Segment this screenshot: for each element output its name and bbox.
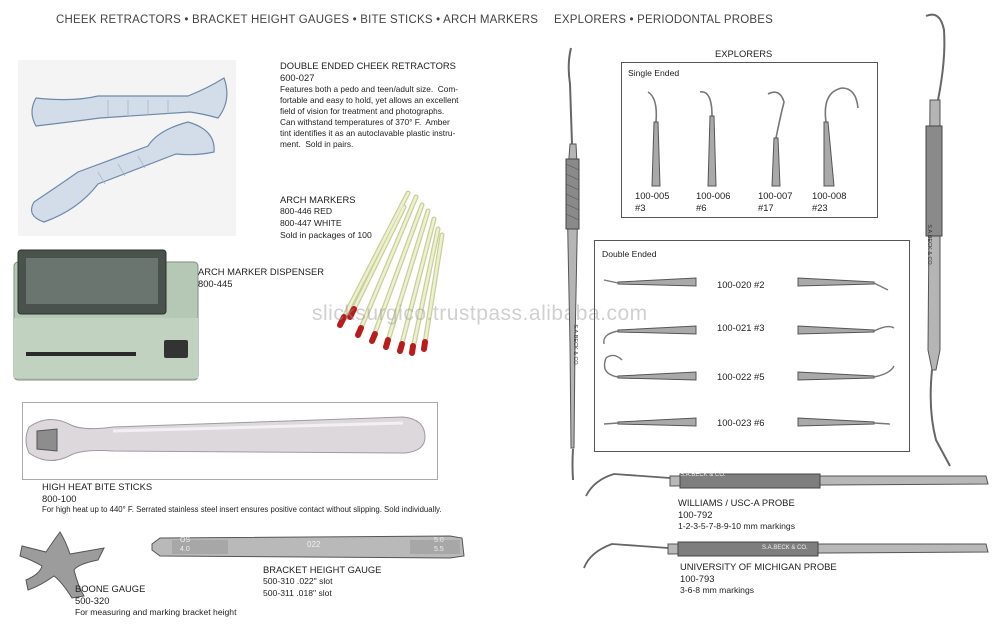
single-ended-box [621, 62, 878, 218]
gauge-engraving-mid: 022 [307, 540, 321, 549]
left-section-header: CHEEK RETRACTORS • BRACKET HEIGHT GAUGES… [56, 14, 539, 26]
double-explorer-4: 100-023 #6 [717, 417, 765, 428]
double-ended-explorers-illustration [603, 277, 895, 427]
tall-explorer-right-illustration [925, 13, 951, 467]
dispenser-code: 800-445 [198, 278, 233, 289]
single-explorer-code-2: 100-006 [696, 190, 731, 201]
single-explorer-code-1: 100-005 [635, 190, 670, 201]
bracket-gauge-line2: 500-311 .018" slot [263, 588, 332, 598]
retractor-code: 600-027 [280, 72, 315, 83]
boone-code: 500-320 [75, 595, 110, 606]
cheek-retractor-illustration [31, 77, 228, 223]
arch-marker-dispenser-illustration [13, 249, 199, 381]
single-ended-label: Single Ended [628, 68, 680, 78]
bite-stick-photo-frame [22, 402, 438, 480]
tall-explorer-right-engraving: S.A.BECK & CO. [926, 224, 933, 267]
bracket-height-gauge-illustration [151, 535, 465, 559]
gauge-engraving-right-bottom: 5.5 [434, 546, 444, 553]
boone-description: For measuring and marking bracket height [75, 607, 237, 617]
double-ended-label: Double Ended [602, 249, 657, 259]
michigan-markings: 3-6-8 mm markings [680, 585, 755, 595]
gauge-engraving-right-top: 5.0 [434, 537, 444, 544]
single-explorer-num-3: #17 [758, 202, 774, 213]
retractor-description: Features both a pedo and teen/adult size… [280, 84, 459, 149]
double-explorer-1: 100-020 #2 [717, 279, 765, 290]
bite-sticks-description: For high heat up to 440° F. Serrated sta… [42, 505, 442, 514]
single-explorer-code-4: 100-008 [812, 190, 847, 201]
gauge-engraving-left-top: OS [180, 537, 191, 544]
bracket-gauge-line1: 500-310 .022" slot [263, 576, 333, 586]
single-explorer-num-4: #23 [812, 202, 828, 213]
bite-sticks-title: HIGH HEAT BITE STICKS [42, 481, 153, 492]
single-explorer-num-1: #3 [635, 202, 646, 213]
michigan-title: UNIVERSITY OF MICHIGAN PROBE [680, 561, 837, 572]
williams-probe-illustration [585, 473, 989, 497]
arch-markers-white: 800-447 WHITE [280, 218, 342, 228]
explorers-title: EXPLORERS [715, 48, 773, 59]
williams-engraving: S.A.BECK & CO. [680, 472, 726, 478]
michigan-engraving: S.A.BECK & CO. [762, 545, 808, 551]
michigan-code: 100-793 [680, 573, 715, 584]
bracket-gauge-title: BRACKET HEIGHT GAUGE [263, 564, 382, 575]
boone-title: BOONE GAUGE [75, 583, 146, 594]
single-ended-explorers-illustration [647, 87, 859, 187]
single-explorer-num-2: #6 [696, 202, 707, 213]
retractor-title: DOUBLE ENDED CHEEK RETRACTORS [280, 60, 456, 71]
arch-markers-title: ARCH MARKERS [280, 194, 356, 205]
double-ended-box [594, 240, 910, 452]
tall-explorer-left-illustration [565, 47, 580, 481]
bite-sticks-code: 800-100 [42, 493, 77, 504]
double-explorer-3: 100-022 #5 [717, 371, 765, 382]
gauge-engraving-left-bottom: 4.0 [180, 546, 190, 553]
double-explorer-2: 100-021 #3 [717, 322, 765, 333]
bite-stick-illustration [25, 416, 426, 461]
williams-code: 100-792 [678, 509, 713, 520]
michigan-probe-illustration [583, 541, 989, 569]
arch-markers-note: Sold in packages of 100 [280, 230, 372, 240]
watermark: slicksurgico.trustpass.alibaba.com [312, 302, 648, 325]
arch-markers-illustration [337, 190, 445, 356]
boone-gauge-illustration [19, 531, 105, 599]
dispenser-title: ARCH MARKER DISPENSER [198, 266, 325, 277]
right-section-header: EXPLORERS • PERIODONTAL PROBES [554, 14, 773, 26]
single-explorer-code-3: 100-007 [758, 190, 793, 201]
williams-markings: 1-2-3-5-7-8-9-10 mm markings [678, 521, 796, 531]
williams-title: WILLIAMS / USC-A PROBE [678, 497, 795, 508]
tall-explorer-left-engraving: S.A.BECK & CO. [572, 324, 579, 367]
cheek-retractor-photo [18, 60, 236, 236]
arch-markers-red: 800-446 RED [280, 206, 333, 216]
